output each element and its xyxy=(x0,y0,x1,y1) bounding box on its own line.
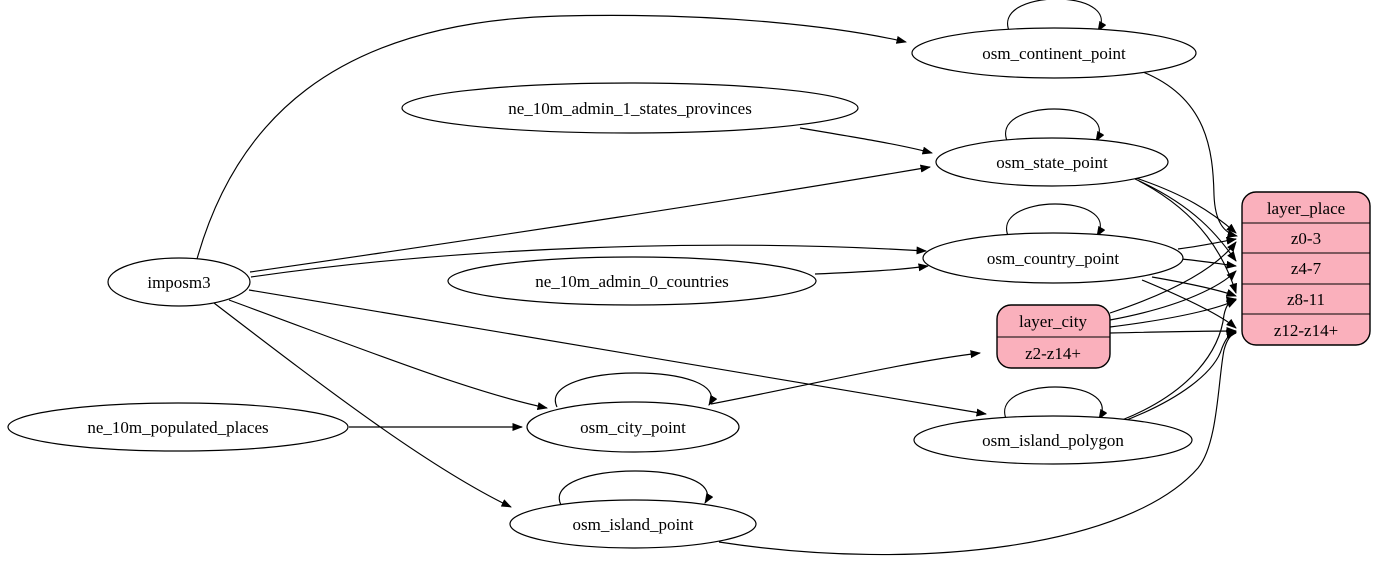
layer-place-row-z8-11: z8-11 xyxy=(1287,290,1325,309)
osm-island-polygon-label: osm_island_polygon xyxy=(982,431,1124,450)
osm-continent-point-ellipse xyxy=(911,27,1197,79)
node-ne-10m-admin-0-countries: ne_10m_admin_0_countries xyxy=(447,256,817,306)
edge-layer_city-layer_place-z0-3 xyxy=(1109,241,1237,314)
self-loop-osm_island_point xyxy=(558,470,714,506)
layer-place-row-z0-3: z0-3 xyxy=(1291,229,1321,248)
layer-city-title: layer_city xyxy=(1019,312,1087,331)
osm-country-point-label: osm_country_point xyxy=(987,249,1119,268)
ne-10m-populated-places-label: ne_10m_populated_places xyxy=(87,418,268,437)
ne-10m-populated-places-ellipse xyxy=(7,402,349,452)
self-loop-osm_island_polygon xyxy=(1004,386,1108,422)
edge-osm_country_point-layer_place-z8-11 xyxy=(1151,276,1237,297)
edge-osm_state_point-layer_place-z0-3 xyxy=(1129,175,1237,234)
imposm3-label: imposm3 xyxy=(147,273,210,292)
ne-10m-admin-1-states-provinces-label: ne_10m_admin_1_states_provinces xyxy=(508,99,752,118)
node-osm-continent-point: osm_continent_point xyxy=(911,27,1197,79)
edge-osm_state_point-layer_place-z8-11 xyxy=(1138,180,1237,294)
edge-imposm3-osm_continent_point xyxy=(196,14,907,260)
edge-imposm3-osm_island_polygon xyxy=(248,289,987,417)
node-osm-city-point: osm_city_point xyxy=(526,401,740,453)
osm-island-polygon-ellipse xyxy=(913,415,1193,465)
edge-osm_continent_point-layer_place-z0-3 xyxy=(1142,71,1238,238)
edge-osm_city_point-layer_city-z2-z14+ xyxy=(710,350,981,405)
osm-continent-point-label: osm_continent_point xyxy=(982,44,1126,63)
ne-10m-admin-1-states-provinces-ellipse xyxy=(401,82,859,134)
record-layer-city: layer_city z2-z14+ xyxy=(996,304,1111,369)
edge-osm_country_point-layer_place-z0-3 xyxy=(1177,236,1237,250)
osm-state-point-ellipse xyxy=(935,137,1169,187)
edge-osm_island_polygon-layer_place-z12-z14+ xyxy=(1118,329,1237,424)
edge-osm_island_point-layer_place-z12-z14+ xyxy=(718,330,1237,556)
layer-city-row-z2-z14: z2-z14+ xyxy=(1025,344,1081,363)
node-osm-state-point: osm_state_point xyxy=(935,137,1169,187)
edge-ne_10m_admin_1_states_provinces-osm_state_point xyxy=(799,127,933,155)
osm-city-point-label: osm_city_point xyxy=(580,418,686,437)
self-loop-osm_city_point xyxy=(554,372,718,408)
edge-layer_city-layer_place-z12-z14+ xyxy=(1109,327,1237,336)
edge-imposm3-osm_state_point xyxy=(249,164,931,273)
osm-city-point-ellipse xyxy=(526,401,740,453)
layer-place-row-z12-z14: z12-z14+ xyxy=(1274,321,1338,340)
node-osm-country-point: osm_country_point xyxy=(922,232,1184,284)
record-layer-place: layer_place z0-3 z4-7 z8-11 z12-z14+ xyxy=(1241,191,1371,346)
layer-place-box xyxy=(1241,191,1371,346)
self-loop-osm_country_point xyxy=(1006,203,1106,239)
ne-10m-admin-0-countries-label: ne_10m_admin_0_countries xyxy=(535,272,729,291)
node-ne-10m-admin-1-states-provinces: ne_10m_admin_1_states_provinces xyxy=(401,82,859,134)
edge-osm_island_polygon-layer_place-z8-11 xyxy=(1121,296,1237,421)
edge-osm_country_point-layer_place-z12-z14+ xyxy=(1141,279,1237,329)
ne-10m-admin-0-countries-ellipse xyxy=(447,256,817,306)
edge-imposm3-osm_city_point xyxy=(228,299,548,410)
node-osm-island-point: osm_island_point xyxy=(509,499,757,549)
layer-place-title: layer_place xyxy=(1267,199,1345,218)
edge-osm_country_point-layer_place-z4-7 xyxy=(1180,258,1237,269)
self-loop-osm_continent_point xyxy=(1007,0,1107,34)
imposm3-ellipse xyxy=(107,257,251,307)
node-ne-10m-populated-places: ne_10m_populated_places xyxy=(7,402,349,452)
node-imposm3: imposm3 xyxy=(107,257,251,307)
osm-state-point-label: osm_state_point xyxy=(996,153,1108,172)
edge-layer_city-layer_place-z4-7 xyxy=(1109,270,1237,321)
osm-island-point-ellipse xyxy=(509,499,757,549)
edge-ne_10m_admin_0_countries-osm_country_point xyxy=(814,263,929,275)
self-loop-osm_state_point xyxy=(1005,108,1105,144)
edge-imposm3-osm_island_point xyxy=(213,302,512,508)
layer-place-row-z4-7: z4-7 xyxy=(1291,259,1322,278)
osm-country-point-ellipse xyxy=(922,232,1184,284)
node-osm-island-polygon: osm_island_polygon xyxy=(913,415,1193,465)
osm-island-point-label: osm_island_point xyxy=(573,515,694,534)
edge-osm_state_point-layer_place-z4-7 xyxy=(1134,178,1237,262)
edge-imposm3-osm_country_point xyxy=(250,244,927,278)
